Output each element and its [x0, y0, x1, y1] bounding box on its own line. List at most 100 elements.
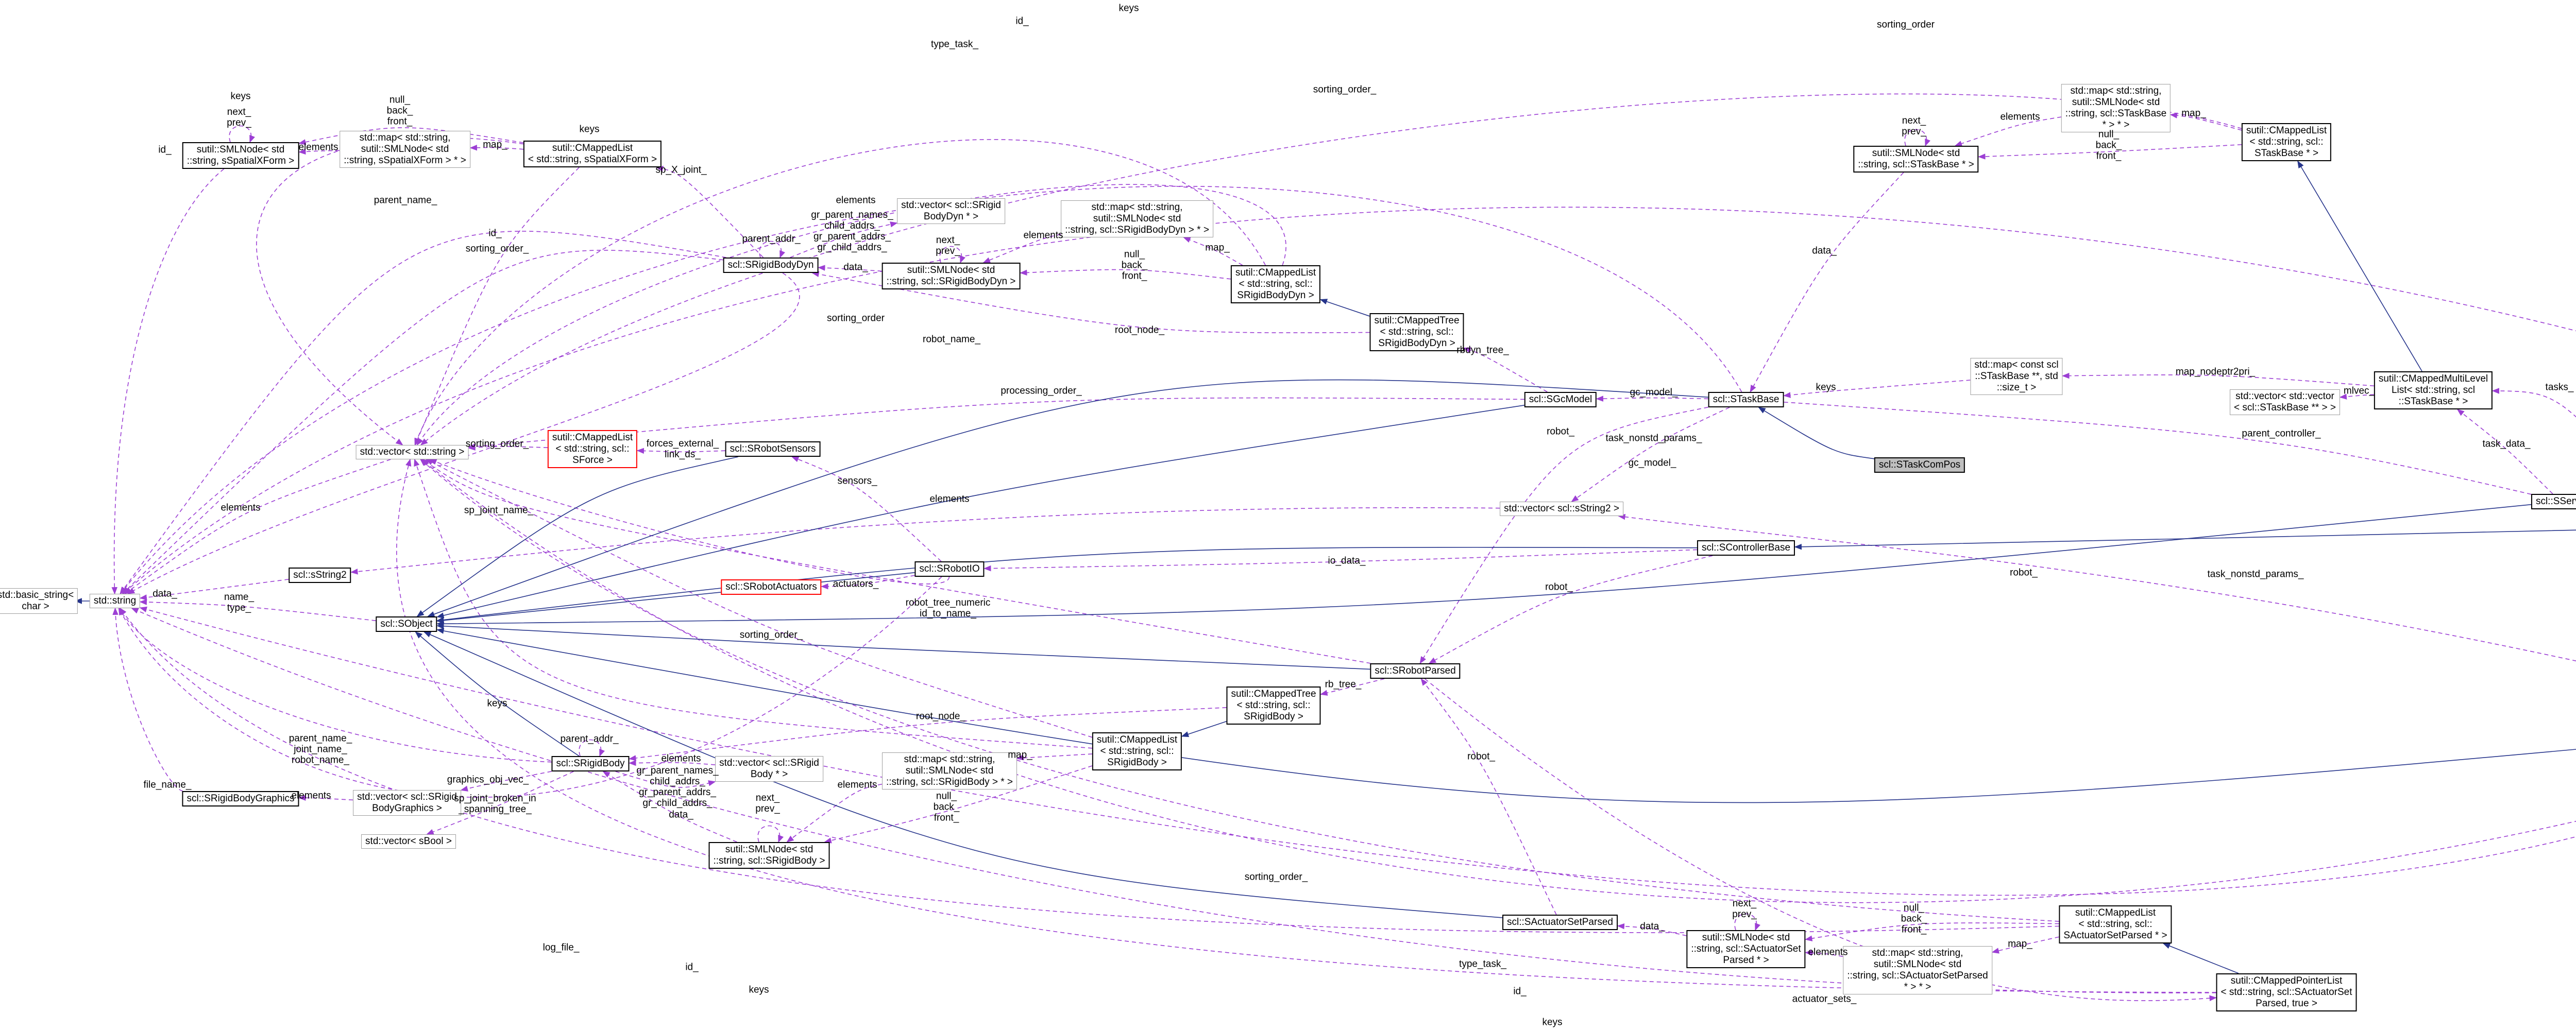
- class-node-vec_srbg[interactable]: std::vector< scl::SRigid BodyGraphics >: [353, 790, 461, 816]
- class-node-clist_sxf[interactable]: sutil::CMappedList < std::string, sSpati…: [523, 141, 662, 167]
- class-node-smlnode_srb[interactable]: sutil::SMLNode< std ::string, scl::SRigi…: [708, 842, 830, 869]
- class-node-srobotsensors[interactable]: scl::SRobotSensors: [725, 441, 821, 457]
- inheritance-edge: [436, 628, 2576, 803]
- usage-edge: [1596, 396, 1708, 402]
- class-node-srigidbody[interactable]: scl::SRigidBody: [551, 756, 630, 771]
- usage-edge: [1320, 678, 1385, 696]
- class-node-vec_sbool[interactable]: std::vector< sBool >: [361, 834, 456, 849]
- usage-edge: [298, 148, 340, 155]
- usage-edge: [786, 783, 883, 843]
- class-node-vec_srb[interactable]: std::vector< scl::SRigid Body * >: [715, 756, 823, 782]
- usage-edge: [124, 459, 391, 594]
- usage-edge: [1805, 922, 2059, 941]
- inheritance-edge: [423, 631, 1503, 918]
- self-loop-edge: [579, 739, 605, 757]
- usage-edge: [298, 127, 524, 145]
- self-loop-edge: [759, 241, 785, 259]
- class-node-smlnode_sxf[interactable]: sutil::SMLNode< std ::string, sSpatialXF…: [182, 142, 299, 169]
- class-node-srbd[interactable]: scl::SRigidBodyDyn: [723, 258, 819, 273]
- usage-edge: [429, 459, 950, 585]
- class-node-basicstring[interactable]: std::basic_string< char >: [0, 588, 78, 614]
- usage-edge: [139, 599, 376, 622]
- usage-edge: [2062, 372, 2375, 387]
- usage-edge: [298, 795, 353, 801]
- inheritance-edge: [1319, 299, 1370, 317]
- class-node-map_srbd[interactable]: std::map< std::string, sutil::SMLNode< s…: [1061, 200, 1213, 237]
- class-node-vec_str[interactable]: std::vector< std::string >: [355, 445, 469, 459]
- class-node-string[interactable]: std::string: [89, 594, 141, 608]
- class-node-ctree_srbd[interactable]: sutil::CMappedTree < std::string, scl:: …: [1369, 313, 1464, 351]
- usage-edge: [350, 507, 1500, 575]
- class-node-smlnode_sasp[interactable]: sutil::SMLNode< std ::string, scl::SActu…: [1686, 930, 1806, 968]
- class-node-sstring2[interactable]: scl::sString2: [289, 568, 351, 583]
- class-node-sobject[interactable]: scl::SObject: [376, 616, 437, 632]
- usage-edge: [118, 607, 552, 763]
- class-node-map_sxf[interactable]: std::map< std::string, sutil::SMLNode< s…: [340, 131, 470, 168]
- usage-edge: [256, 136, 524, 445]
- class-node-srbgraphics[interactable]: scl::SRigidBodyGraphics: [182, 791, 299, 806]
- class-node-srobotactuators[interactable]: scl::SRobotActuators: [721, 579, 822, 595]
- usage-edge: [1617, 923, 1687, 936]
- class-node-srobotio[interactable]: scl::SRobotIO: [914, 561, 985, 577]
- usage-edge: [821, 575, 915, 590]
- class-node-map_sasp[interactable]: std::map< std::string, sutil::SMLNode< s…: [1843, 946, 1992, 994]
- usage-edge: [1428, 555, 1713, 664]
- usage-edge: [824, 765, 1093, 844]
- usage-edge: [460, 771, 552, 792]
- usage-edge: [469, 145, 524, 151]
- usage-edge: [1784, 402, 2576, 505]
- usage-edge: [982, 234, 1061, 263]
- inheritance-edge: [436, 623, 1370, 670]
- usage-edge: [1750, 172, 1904, 393]
- class-node-cmmll[interactable]: sutil::CMappedMultiLevel List< std::stri…: [2374, 371, 2493, 409]
- class-node-vecvec_stb[interactable]: std::vector< std::vector < scl::STaskBas…: [2229, 389, 2341, 415]
- usage-edge: [127, 272, 800, 594]
- class-node-ctree_srb[interactable]: sutil::CMappedTree < std::string, scl:: …: [1226, 686, 1321, 725]
- class-node-staskcompos[interactable]: scl::STaskComPos: [1874, 457, 1965, 473]
- class-node-staskbase[interactable]: scl::STaskBase: [1708, 392, 1784, 407]
- usage-edge: [1571, 407, 1730, 502]
- usage-edge: [2456, 409, 2553, 494]
- class-node-map_srb[interactable]: std::map< std::string, sutil::SMLNode< s…: [882, 752, 1018, 789]
- usage-edge: [1463, 347, 1548, 392]
- inheritance-edge: [415, 631, 580, 757]
- inheritance-edge: [416, 456, 738, 617]
- class-node-clist_srb[interactable]: sutil::CMappedList < std::string, scl:: …: [1092, 732, 1182, 770]
- class-node-clist_sasp[interactable]: sutil::CMappedList < std::string, scl:: …: [2059, 905, 2172, 943]
- class-node-map_nodeptr[interactable]: std::map< const scl ::STaskBase **, std …: [1970, 358, 2063, 395]
- inheritance-edge: [2297, 160, 2422, 372]
- usage-edge: [1978, 144, 2242, 160]
- usage-edge: [111, 168, 225, 595]
- class-node-sgcmodel[interactable]: scl::SGcModel: [1524, 392, 1597, 407]
- usage-edge: [1783, 380, 1971, 398]
- class-node-clist_sforce[interactable]: sutil::CMappedList < std::string, scl:: …: [547, 430, 638, 468]
- class-node-vec_srbd[interactable]: std::vector< scl::SRigid BodyDyn * >: [897, 198, 1005, 224]
- self-loop-edge: [757, 825, 784, 843]
- class-node-sactsetparsed[interactable]: scl::SActuatorSetParsed: [1502, 915, 1618, 930]
- usage-edge: [414, 139, 1266, 446]
- class-node-clist_stbp[interactable]: sutil::CMappedList < std::string, scl:: …: [2241, 123, 2332, 161]
- class-node-sservo[interactable]: scl::SServo: [2531, 494, 2576, 509]
- class-node-scontrollerbase[interactable]: scl::SControllerBase: [1697, 540, 1795, 556]
- class-node-vec_sstring2[interactable]: std::vector< scl::sString2 >: [1500, 502, 1623, 516]
- class-node-map_stb[interactable]: std::map< std::string, sutil::SMLNode< s…: [2061, 84, 2171, 132]
- inheritance-edge: [436, 572, 915, 624]
- usage-edge: [818, 265, 882, 272]
- usage-edge: [139, 579, 289, 600]
- usage-edge: [1020, 269, 1231, 280]
- usage-edge: [112, 607, 183, 792]
- class-node-smlnode_stb[interactable]: sutil::SMLNode< std ::string, scl::STask…: [1853, 146, 1979, 173]
- usage-edge: [629, 760, 716, 766]
- usage-edge: [414, 458, 1093, 749]
- self-loop-edge: [939, 246, 965, 264]
- class-node-smlnode_srbd[interactable]: sutil::SMLNode< std ::string, scl::SRigi…: [882, 263, 1021, 289]
- class-node-srobotparsed[interactable]: scl::SRobotParsed: [1370, 663, 1461, 679]
- usage-edge: [468, 397, 1525, 450]
- class-node-clist_srbd[interactable]: sutil::CMappedList < std::string, scl:: …: [1230, 265, 1321, 303]
- class-node-cmpl_sasp[interactable]: sutil::CMappedPointerList < std::string,…: [2216, 973, 2357, 1011]
- usage-edge: [1991, 936, 2059, 954]
- usage-edge: [1805, 950, 1843, 957]
- usage-edge: [811, 271, 1370, 333]
- self-loop-edge: [1904, 129, 1930, 147]
- usage-edge: [1183, 237, 1243, 266]
